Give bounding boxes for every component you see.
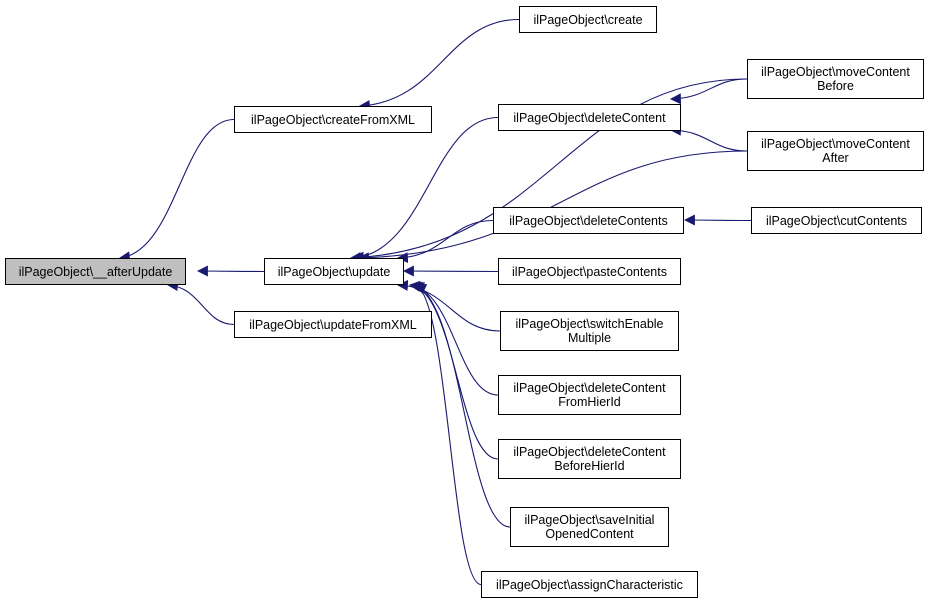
node-delete-contents-label: ilPageObject\deleteContents (509, 213, 668, 228)
node-paste-contents-label: ilPageObject\pasteContents (512, 264, 667, 279)
node-save-initial-opened-content-label-1: ilPageObject\saveInitial (524, 513, 655, 527)
edge-deleteContentFromHierId-to-update (408, 280, 499, 396)
node-create[interactable]: ilPageObject\create (519, 6, 657, 33)
node-save-initial-opened-content-label-2: OpenedContent (545, 527, 634, 541)
node-create-label: ilPageObject\create (533, 12, 643, 27)
node-update-from-xml-label: ilPageObject\updateFromXML (249, 317, 417, 332)
node-delete-contents[interactable]: ilPageObject\deleteContents (493, 207, 684, 234)
edge-moveContentAfter-to-deleteContent (669, 124, 748, 152)
node-delete-content-before-hier-id[interactable]: ilPageObject\deleteContent BeforeHierId (498, 439, 681, 479)
edge-saveInitialOpenedContent-to-update (412, 282, 511, 528)
edge-assignCharacteristic-to-update (415, 284, 482, 586)
edge-cutContents-to-deleteContents (683, 214, 752, 226)
edge-updateFromXML-to-afterUpdate (166, 280, 235, 326)
node-move-content-before-label-1: ilPageObject\moveContent (761, 65, 910, 79)
node-save-initial-opened-content[interactable]: ilPageObject\saveInitial OpenedContent (510, 507, 669, 547)
edge-pasteContents-to-update (402, 265, 499, 277)
edge-moveContentBefore-to-deleteContent (669, 78, 748, 105)
node-update[interactable]: ilPageObject\update (264, 258, 404, 285)
node-update-label: ilPageObject\update (277, 264, 391, 279)
node-delete-content[interactable]: ilPageObject\deleteContent (498, 104, 681, 131)
node-cut-contents[interactable]: ilPageObject\cutContents (751, 207, 922, 234)
edge-moveContentBefore-to-update (349, 78, 748, 264)
node-move-content-after[interactable]: ilPageObject\moveContent After (747, 131, 924, 171)
node-delete-content-from-hier-id-label-2: FromHierId (558, 395, 621, 409)
edge-update-to-afterUpdate (196, 265, 265, 277)
node-cut-contents-label: ilPageObject\cutContents (765, 213, 908, 228)
edge-deleteContents-to-update (396, 219, 494, 264)
node-after-update-label: ilPageObject\__afterUpdate (18, 264, 173, 279)
node-move-content-after-label-1: ilPageObject\moveContent (761, 137, 910, 151)
node-create-from-xml[interactable]: ilPageObject\createFromXML (234, 106, 432, 133)
node-update-from-xml[interactable]: ilPageObject\updateFromXML (234, 311, 432, 338)
node-assign-characteristic-label: ilPageObject\assignCharacteristic (496, 577, 683, 592)
node-delete-content-before-hier-id-label-2: BeforeHierId (554, 459, 625, 473)
node-delete-content-label: ilPageObject\deleteContent (513, 110, 666, 125)
edge-deleteContentBeforeHierId-to-update (410, 281, 499, 460)
node-move-content-before-label-2: Before (817, 79, 854, 93)
node-switch-enable-multiple-label-2: Multiple (567, 331, 612, 345)
node-switch-enable-multiple[interactable]: ilPageObject\switchEnable Multiple (500, 311, 679, 351)
node-move-content-after-label-2: After (822, 151, 849, 165)
node-delete-content-before-hier-id-label-1: ilPageObject\deleteContent (513, 445, 666, 459)
node-assign-characteristic[interactable]: ilPageObject\assignCharacteristic (481, 571, 698, 598)
edge-deleteContent-to-update (352, 116, 499, 263)
node-delete-content-from-hier-id[interactable]: ilPageObject\deleteContent FromHierId (498, 375, 681, 415)
node-switch-enable-multiple-label-1: ilPageObject\switchEnable (515, 317, 664, 331)
edge-moveContentAfter-to-update (357, 150, 748, 264)
node-after-update: ilPageObject\__afterUpdate (5, 258, 186, 285)
node-delete-content-from-hier-id-label-1: ilPageObject\deleteContent (513, 381, 666, 395)
node-create-from-xml-label: ilPageObject\createFromXML (251, 112, 415, 127)
edge-create-to-createFromXML (358, 18, 520, 111)
node-paste-contents[interactable]: ilPageObject\pasteContents (498, 258, 681, 285)
node-move-content-before[interactable]: ilPageObject\moveContent Before (747, 59, 924, 99)
edge-createFromXML-to-afterUpdate (118, 118, 235, 263)
